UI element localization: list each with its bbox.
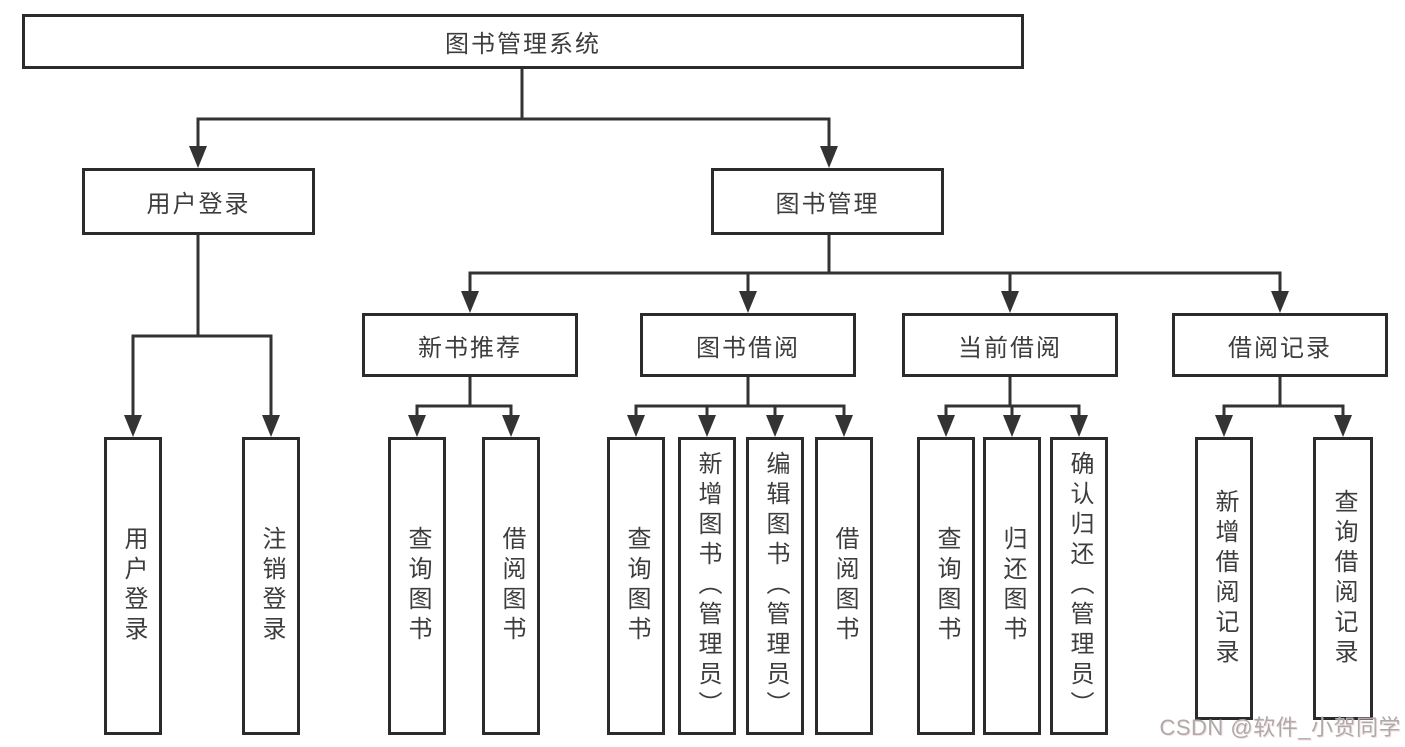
node-book-borrow: 图书借阅 — [640, 313, 856, 377]
leaf-user-login: 用户登录 — [104, 437, 162, 735]
node-new-book-recommend-label: 新书推荐 — [418, 334, 522, 362]
leaf-nb-borrow-books: 借阅图书 — [482, 437, 540, 735]
connector-root-to-level2 — [189, 67, 838, 168]
connector-user-login-children — [124, 233, 280, 437]
node-borrow-records: 借阅记录 — [1172, 313, 1388, 377]
leaf-user-login-label: 用户登录 — [120, 526, 147, 646]
leaf-bb-query-books: 查询图书 — [607, 437, 665, 735]
leaf-br-add-record: 新增借阅记录 — [1195, 437, 1253, 720]
leaf-nb-query-books: 查询图书 — [388, 437, 446, 735]
node-new-book-recommend: 新书推荐 — [362, 313, 578, 377]
node-book-borrow-label: 图书借阅 — [696, 334, 800, 362]
leaf-cb-query-books: 查询图书 — [917, 437, 975, 735]
leaf-nb-query-books-label: 查询图书 — [404, 526, 431, 646]
leaf-logout-label: 注销登录 — [258, 526, 285, 646]
node-borrow-records-label: 借阅记录 — [1228, 334, 1332, 362]
leaf-bb-edit-book-admin: 编辑图书（管理员） — [746, 437, 804, 735]
leaf-cb-return-books-label: 归还图书 — [999, 526, 1026, 646]
leaf-cb-return-books: 归还图书 — [983, 437, 1041, 735]
node-current-borrow: 当前借阅 — [902, 313, 1118, 377]
leaf-bb-edit-book-admin-label: 编辑图书（管理员） — [762, 451, 789, 721]
leaf-cb-confirm-return-admin-label: 确认归还（管理员） — [1066, 451, 1093, 721]
node-root: 图书管理系统 — [22, 14, 1024, 69]
leaf-cb-query-books-label: 查询图书 — [933, 526, 960, 646]
leaf-cb-confirm-return-admin: 确认归还（管理员） — [1050, 437, 1108, 735]
leaf-bb-add-book-admin-label: 新增图书（管理员） — [694, 451, 721, 721]
leaf-br-query-record-label: 查询借阅记录 — [1330, 488, 1357, 669]
leaf-nb-borrow-books-label: 借阅图书 — [498, 526, 525, 646]
leaf-bb-borrow-books-label: 借阅图书 — [831, 526, 858, 646]
node-current-borrow-label: 当前借阅 — [958, 334, 1062, 362]
node-book-management-label: 图书管理 — [775, 191, 880, 218]
leaf-br-add-record-label: 新增借阅记录 — [1211, 488, 1238, 669]
connector-borrow-records-children — [1215, 375, 1352, 437]
connector-new-book-recommend-children — [408, 375, 520, 437]
leaf-logout: 注销登录 — [242, 437, 300, 735]
connector-book-borrow-children — [627, 375, 853, 437]
node-book-management: 图书管理 — [711, 168, 944, 235]
watermark: CSDN @软件_小贺同学 — [1159, 715, 1401, 740]
node-user-login-label: 用户登录 — [146, 191, 251, 218]
leaf-bb-borrow-books: 借阅图书 — [815, 437, 873, 735]
node-user-login: 用户登录 — [82, 168, 315, 235]
leaf-bb-add-book-admin: 新增图书（管理员） — [678, 437, 736, 735]
leaf-br-query-record: 查询借阅记录 — [1313, 437, 1373, 720]
node-root-label: 图书管理系统 — [445, 31, 601, 58]
connector-book-management-children — [461, 233, 1289, 313]
leaf-bb-query-books-label: 查询图书 — [623, 526, 650, 646]
connector-current-borrow-children — [937, 375, 1088, 437]
